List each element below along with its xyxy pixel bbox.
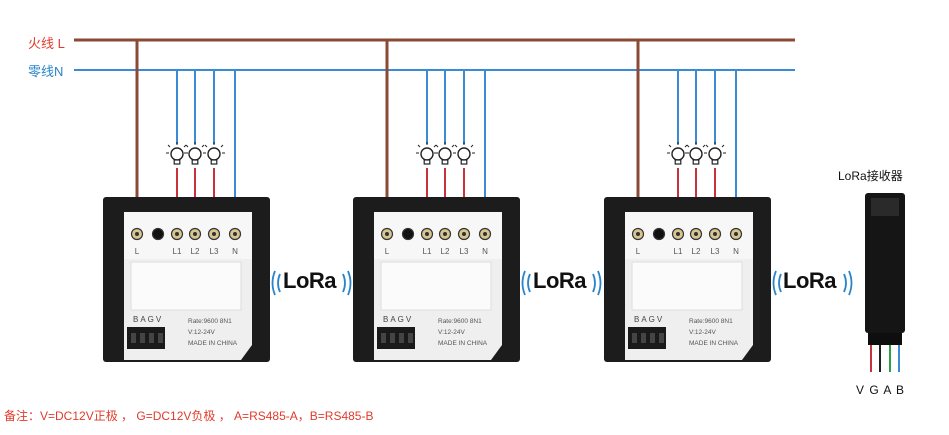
wiring-note: 备注：V=DC12V正极 ， G=DC12V负极 ， A=RS485-A，B=R… <box>4 409 374 423</box>
lora-receiver <box>865 193 905 372</box>
receiver-pin-labels: V G A B <box>856 383 906 397</box>
terminal-screw <box>151 227 165 241</box>
spec-origin: MADE IN CHINA <box>438 340 488 347</box>
bulb-icon <box>184 142 206 165</box>
bulb-icon <box>453 142 475 165</box>
bulb-icon <box>203 142 225 165</box>
terminal-label: L1 <box>423 247 432 256</box>
terminal-label: L2 <box>191 247 200 256</box>
live-wire-label: 火线 L <box>28 36 65 51</box>
spec-origin: MADE IN CHINA <box>188 340 238 347</box>
lora-label-3: LoRa <box>783 268 837 293</box>
bulb-icon <box>685 142 707 165</box>
terminal-label: L3 <box>460 247 469 256</box>
bulb-icon <box>667 142 689 165</box>
spec-voltage: V:12-24V <box>188 329 216 336</box>
receiver-connector <box>868 333 902 345</box>
spec-origin: MADE IN CHINA <box>689 340 739 347</box>
spec-rate: Rate:9600 8N1 <box>188 318 232 325</box>
brand-label: BAGV <box>133 315 163 324</box>
terminal-label: L3 <box>210 247 219 256</box>
terminal-label: L1 <box>173 247 182 256</box>
neutral-wire-label: 零线N <box>28 64 64 79</box>
terminal-label: L2 <box>692 247 701 256</box>
receiver-title: LoRa接收器 <box>838 169 903 183</box>
terminal-label: L3 <box>711 247 720 256</box>
rs485-connector <box>127 327 165 349</box>
spec-rate: Rate:9600 8N1 <box>438 318 482 325</box>
spec-rate: Rate:9600 8N1 <box>689 318 733 325</box>
bulb-icon <box>704 142 726 165</box>
terminal-label: N <box>482 247 488 256</box>
terminal-label: L <box>385 247 390 256</box>
receiver-body <box>865 193 905 333</box>
brand-label: BAGV <box>634 315 664 324</box>
lora-signal-icon <box>772 270 853 296</box>
lora-signal-icon <box>521 270 602 296</box>
label-area <box>631 261 743 311</box>
rs485-connector <box>377 327 415 349</box>
terminal-label: L <box>135 247 140 256</box>
terminal-label: L <box>636 247 641 256</box>
bulb-icon <box>434 142 456 165</box>
terminal-screw <box>652 227 666 241</box>
spec-voltage: V:12-24V <box>438 329 466 336</box>
spec-voltage: V:12-24V <box>689 329 717 336</box>
bulb-icon <box>416 142 438 165</box>
rs485-connector <box>628 327 666 349</box>
terminal-label: L1 <box>674 247 683 256</box>
lora-label-1: LoRa <box>283 268 337 293</box>
terminal-label: L2 <box>441 247 450 256</box>
lora-signal-icon <box>271 270 352 296</box>
label-area <box>380 261 492 311</box>
terminal-label: N <box>733 247 739 256</box>
label-area <box>130 261 242 311</box>
terminal-screw <box>401 227 415 241</box>
bulb-icon <box>166 142 188 165</box>
brand-label: BAGV <box>383 315 413 324</box>
terminal-label: N <box>232 247 238 256</box>
lora-label-2: LoRa <box>533 268 587 293</box>
